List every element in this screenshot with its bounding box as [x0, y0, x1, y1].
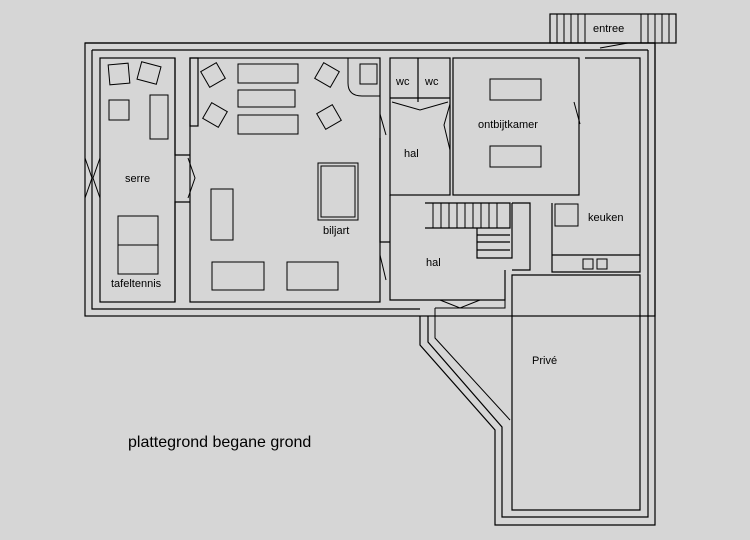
room-label-prive: Privé	[532, 355, 557, 367]
room-label-ontbijtkamer: ontbijtkamer	[478, 119, 538, 131]
plan-title: plattegrond begane grond	[128, 434, 311, 451]
keuken-room	[551, 42, 641, 273]
room-label-biljart: biljart	[323, 225, 349, 237]
billiard-table	[317, 162, 359, 221]
entree-stairs	[549, 13, 677, 44]
tafeltennis-table	[117, 215, 159, 275]
room-label-hal-upper: hal	[404, 148, 419, 160]
biljart-room	[174, 57, 390, 303]
room-label-keuken: keuken	[588, 212, 623, 224]
dining-tables	[210, 78, 542, 291]
outer-walls	[84, 42, 656, 526]
room-label-entree: entree	[593, 23, 624, 35]
room-label-wc-1: wc	[395, 76, 410, 88]
prive-walls	[434, 275, 511, 421]
lounge-furniture	[107, 61, 342, 140]
serre-room	[84, 57, 176, 303]
ontbijtkamer-door	[573, 101, 581, 125]
prive-room	[511, 274, 641, 511]
ontbijtkamer-room	[452, 57, 580, 196]
room-label-wc-2: wc	[424, 76, 439, 88]
room-label-tafeltennis: tafeltennis	[111, 278, 162, 290]
room-label-serre: serre	[125, 173, 150, 185]
hal-area	[389, 57, 531, 309]
room-label-hal-lower: hal	[426, 257, 441, 269]
